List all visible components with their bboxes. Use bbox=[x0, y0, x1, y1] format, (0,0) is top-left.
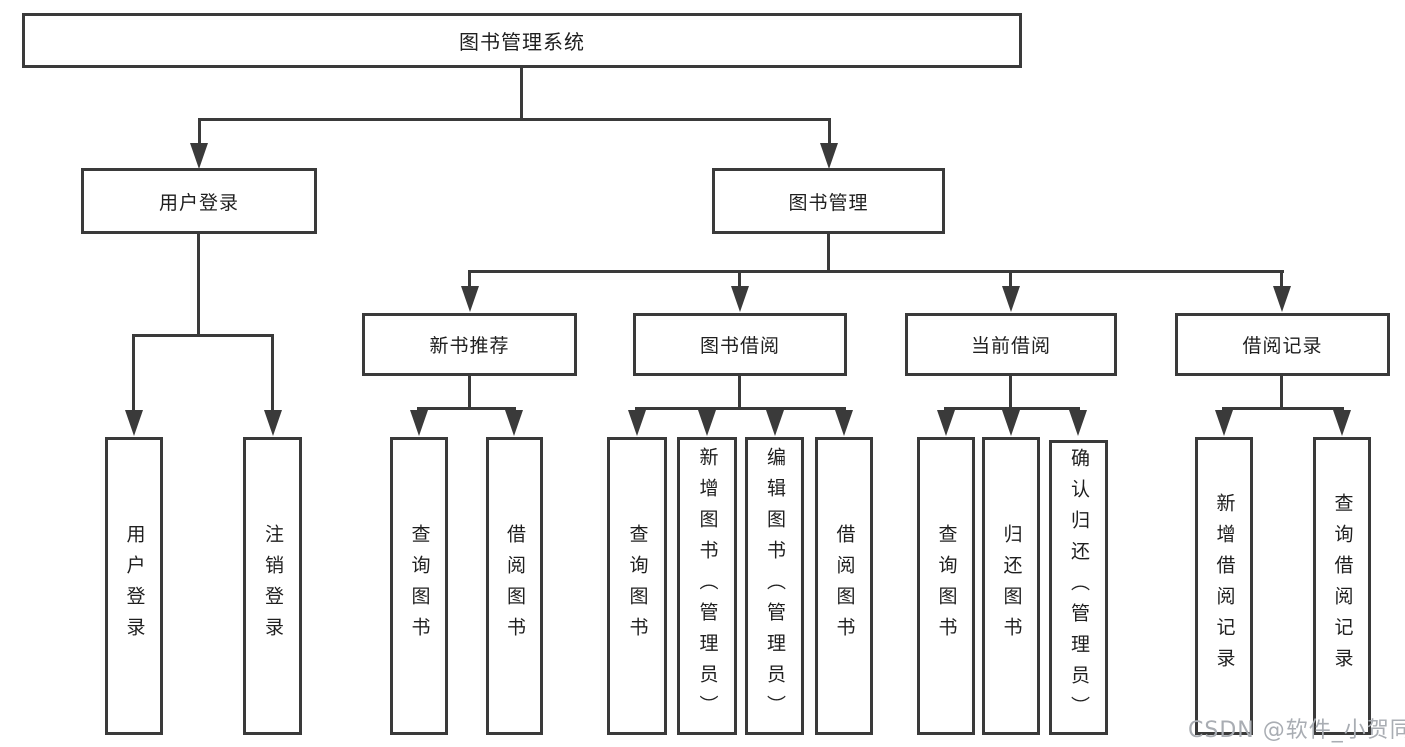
node-label: 借阅记录 bbox=[1242, 335, 1323, 357]
node-confirm-return-admin: 确认归还（管理员） bbox=[1049, 440, 1108, 735]
arrowhead-icon bbox=[937, 410, 955, 436]
node-label: 查询图书 bbox=[935, 524, 958, 648]
node-library-system: 图书管理系统 bbox=[22, 13, 1022, 68]
connector-stem bbox=[468, 273, 471, 287]
node-label: 当前借阅 bbox=[970, 335, 1051, 357]
node-label: 借阅图书 bbox=[504, 524, 526, 648]
node-query-books-current: 查询图书 bbox=[917, 437, 975, 735]
connector-stem bbox=[738, 273, 741, 287]
node-book-borrowing: 图书借阅 bbox=[633, 313, 847, 376]
arrowhead-icon bbox=[190, 143, 208, 169]
node-label: 查询图书 bbox=[626, 524, 649, 648]
connector-stem bbox=[271, 337, 274, 410]
node-new-book-recommend: 新书推荐 bbox=[362, 313, 577, 376]
connector-hbar bbox=[944, 407, 1080, 410]
csdn-watermark: CSDN @软件_小贺同学 bbox=[1188, 718, 1405, 743]
arrowhead-icon bbox=[125, 410, 143, 436]
node-label: 确认归还（管理员） bbox=[1068, 448, 1090, 727]
arrowhead-icon bbox=[1069, 410, 1087, 436]
node-label: 新增借阅记录 bbox=[1213, 493, 1236, 679]
node-label: 注销登录 bbox=[262, 524, 284, 648]
connector-root-stub bbox=[520, 68, 523, 120]
node-label: 借阅图书 bbox=[833, 524, 856, 648]
arrowhead-icon bbox=[1002, 410, 1020, 436]
node-label: 用户登录 bbox=[158, 191, 239, 214]
node-user-login-action: 用户登录 bbox=[105, 437, 163, 735]
node-user-login: 用户登录 bbox=[81, 168, 317, 234]
node-label: 用户登录 bbox=[123, 524, 146, 648]
arrowhead-icon bbox=[505, 410, 523, 436]
connector-stem bbox=[198, 121, 201, 144]
arrowhead-icon bbox=[1273, 286, 1291, 312]
arrowhead-icon bbox=[835, 410, 853, 436]
node-query-books-recommend: 查询图书 bbox=[390, 437, 448, 735]
node-add-borrow-record: 新增借阅记录 bbox=[1195, 437, 1253, 735]
connector-hbar bbox=[1222, 407, 1344, 410]
node-borrowing-records: 借阅记录 bbox=[1175, 313, 1390, 376]
node-edit-books-admin: 编辑图书（管理员） bbox=[745, 437, 804, 735]
node-label: 编辑图书（管理员） bbox=[764, 446, 786, 726]
connector-root-hbar bbox=[198, 118, 831, 121]
connector-stem bbox=[828, 121, 831, 144]
connector-hbar bbox=[635, 407, 846, 410]
arrowhead-icon bbox=[1215, 410, 1233, 436]
arrowhead-icon bbox=[1002, 286, 1020, 312]
connector-hbar bbox=[417, 407, 516, 410]
connector-stub bbox=[738, 376, 741, 409]
node-current-borrowing: 当前借阅 bbox=[905, 313, 1117, 376]
node-borrow-books-recommend: 借阅图书 bbox=[486, 437, 543, 735]
node-label: 图书管理 bbox=[788, 191, 869, 214]
node-return-books: 归还图书 bbox=[982, 437, 1040, 735]
arrowhead-icon bbox=[766, 410, 784, 436]
node-book-management: 图书管理 bbox=[712, 168, 945, 234]
node-label: 图书管理系统 bbox=[459, 30, 585, 54]
node-label: 图书借阅 bbox=[699, 335, 780, 357]
arrowhead-icon bbox=[820, 143, 838, 169]
connector-stub bbox=[1009, 376, 1012, 409]
connector-stub bbox=[1280, 376, 1283, 409]
connector-bookmgmt-hbar bbox=[468, 270, 1284, 273]
connector-userlogin-hbar bbox=[132, 334, 274, 337]
node-label: 查询图书 bbox=[408, 524, 431, 648]
node-add-books-admin: 新增图书（管理员） bbox=[677, 437, 737, 735]
arrowhead-icon bbox=[731, 286, 749, 312]
node-logout-action: 注销登录 bbox=[243, 437, 302, 735]
node-label: 新增图书（管理员） bbox=[696, 446, 719, 726]
connector-stem bbox=[132, 337, 135, 410]
node-query-books-borrow: 查询图书 bbox=[607, 437, 667, 735]
connector-stem bbox=[1280, 273, 1283, 287]
node-borrow-books: 借阅图书 bbox=[815, 437, 873, 735]
connector-stem bbox=[1009, 273, 1012, 287]
node-query-borrow-record: 查询借阅记录 bbox=[1313, 437, 1371, 735]
arrowhead-icon bbox=[698, 410, 716, 436]
arrowhead-icon bbox=[410, 410, 428, 436]
arrowhead-icon bbox=[461, 286, 479, 312]
node-label: 查询借阅记录 bbox=[1331, 493, 1354, 679]
connector-stub bbox=[468, 376, 471, 409]
connector-bookmgmt-stub bbox=[827, 234, 830, 272]
arrowhead-icon bbox=[264, 410, 282, 436]
connector-userlogin-stub bbox=[197, 234, 200, 336]
node-label: 归还图书 bbox=[1000, 524, 1023, 648]
arrowhead-icon bbox=[1333, 410, 1351, 436]
arrowhead-icon bbox=[628, 410, 646, 436]
node-label: 新书推荐 bbox=[429, 335, 510, 357]
